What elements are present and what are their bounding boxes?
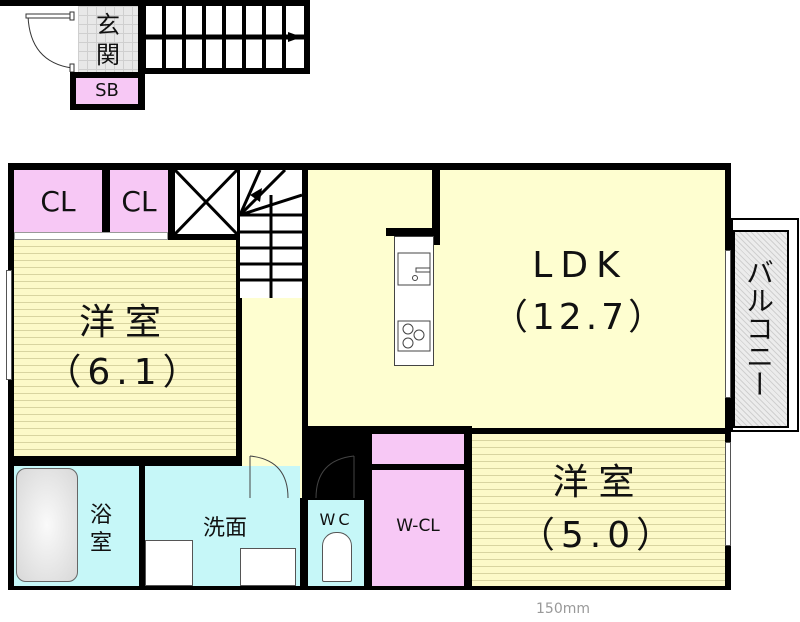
washroom-door-icon[interactable]: [244, 454, 294, 500]
vanity-sink-icon: [240, 548, 296, 586]
entrance-door-icon: [25, 11, 75, 72]
void-x-icon: [175, 170, 237, 234]
walk-in-closet: [372, 470, 464, 586]
walk-in-closet-label: W-CL: [396, 516, 440, 536]
genkan-label: 玄関: [96, 11, 120, 69]
toilet-icon: [322, 532, 352, 582]
window-room2-east[interactable]: [725, 442, 731, 546]
entrance-stairs-icon: [142, 6, 304, 68]
closet-2-label: CL: [121, 185, 157, 218]
ldk: [308, 170, 725, 428]
genkan-floor: [78, 6, 138, 74]
western-room-1-label: 洋室: [78, 302, 171, 343]
shoe-box: [76, 78, 138, 104]
ldk-size: （12.7）: [491, 297, 669, 338]
western-room-1-size: （6.1）: [45, 352, 205, 393]
balcony-label: バルコニー: [742, 258, 775, 398]
sink-icon: [397, 252, 431, 286]
interior-stairs-icon: [240, 170, 302, 298]
walk-in-closet-top: [372, 434, 464, 464]
ldk-label: LDK: [532, 245, 628, 286]
bathtub-icon: [16, 468, 78, 582]
window-ldk-east[interactable]: [725, 250, 731, 398]
hallway: [242, 298, 302, 498]
closet-1: [14, 170, 102, 232]
closet-2: [110, 170, 168, 232]
stove-icon: [397, 320, 431, 352]
dimension-label: 150mm: [536, 601, 590, 617]
shoe-box-label: SB: [95, 80, 119, 101]
bathroom-label: 浴室: [89, 503, 112, 556]
balcony: [733, 230, 789, 428]
western-room-2-size: （5.0）: [518, 515, 679, 556]
entrance-stair-block: 玄関 SB: [0, 0, 310, 110]
washroom-label: 洗面: [202, 516, 247, 541]
toilet-label: WC: [319, 510, 353, 529]
window-west[interactable]: [6, 270, 12, 380]
washing-machine-icon: [145, 540, 193, 586]
toilet-door-icon[interactable]: [310, 454, 360, 500]
western-room-1: [14, 240, 236, 456]
closet-1-label: CL: [40, 185, 76, 218]
western-room-2: [472, 434, 725, 586]
western-room-2-label: 洋室: [552, 462, 645, 503]
